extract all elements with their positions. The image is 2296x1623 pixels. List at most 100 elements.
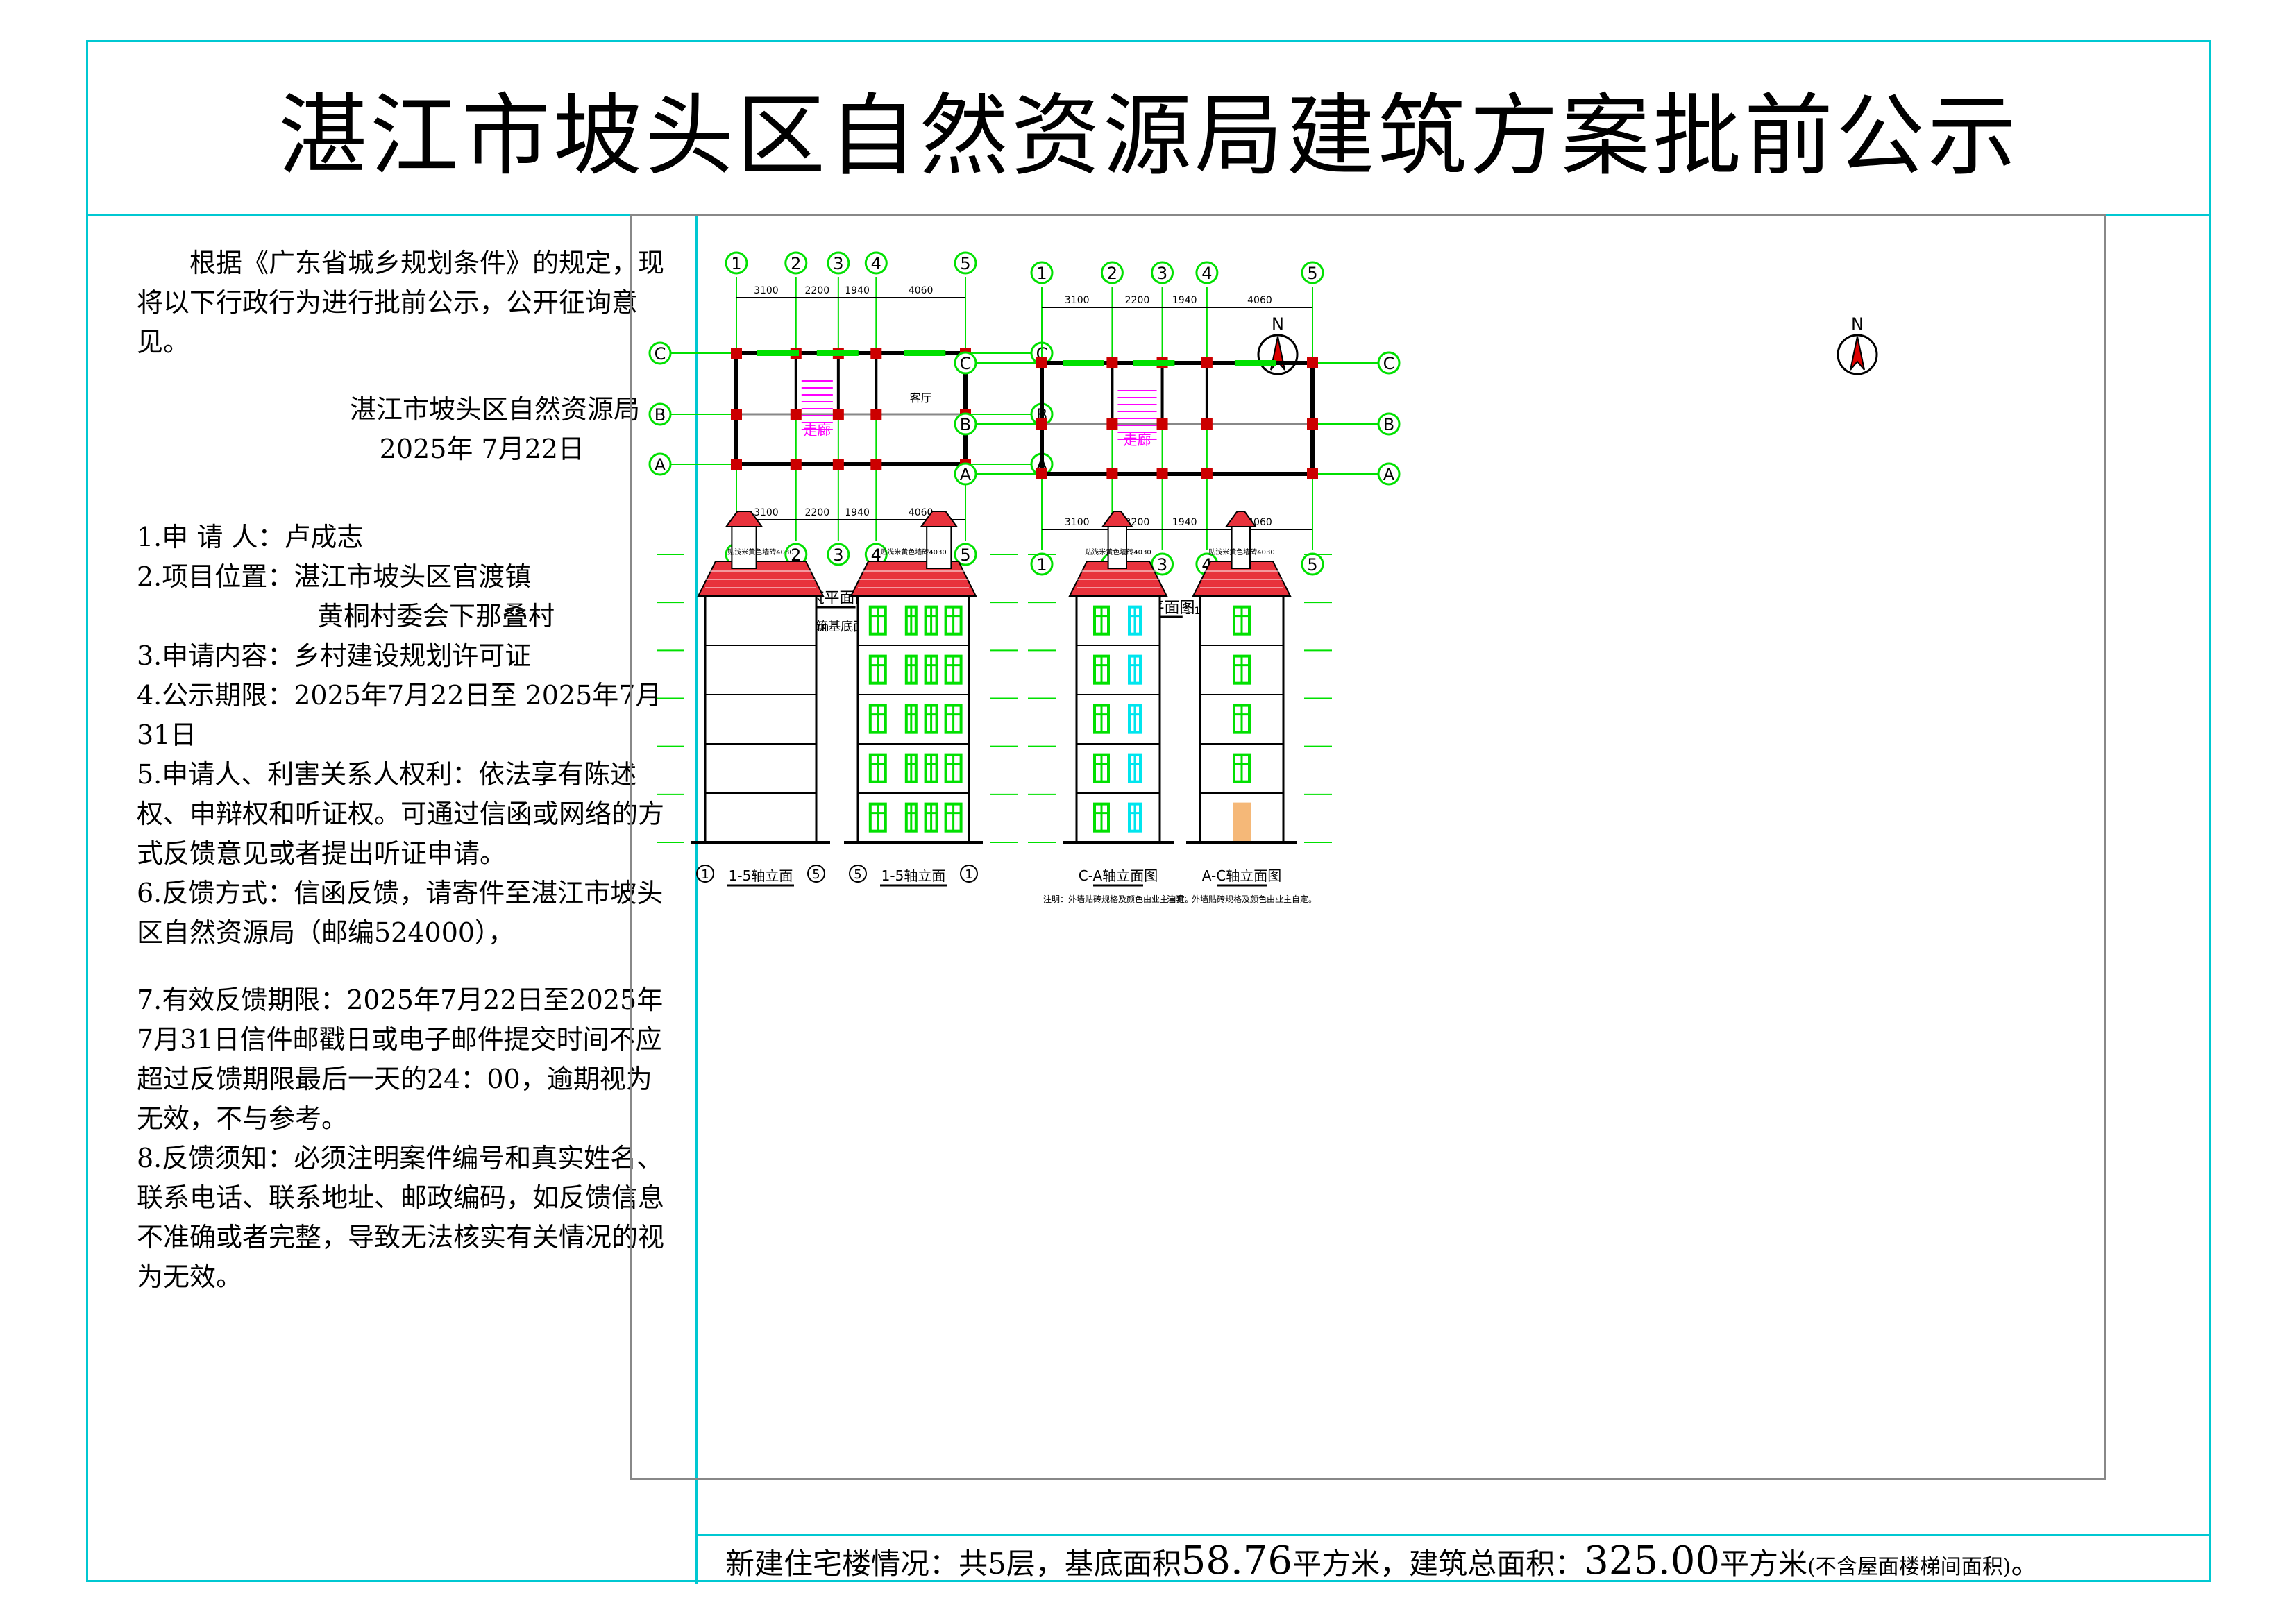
plan2-axis-label: 3 (1157, 555, 1167, 575)
plan2-column (1036, 418, 1047, 430)
plan1-dim-label: 1940 (845, 507, 870, 518)
plan1-axis-bubble (827, 543, 850, 566)
plan1-axis-bubble (784, 251, 808, 275)
plan1-dim-label: 2200 (805, 285, 830, 296)
plan1-column (870, 348, 882, 359)
plan2-column (1201, 418, 1213, 430)
plan2-column (1156, 418, 1168, 430)
plan2-dim-label: 1940 (1172, 295, 1197, 306)
plan2-window (1063, 360, 1104, 366)
summary-mid: 平方米，建筑总面积： (1292, 1547, 1585, 1581)
elev1-wall (704, 595, 818, 844)
plan1-row-label: B (655, 405, 666, 425)
plan2-column (1036, 357, 1047, 368)
plan2-row-label: C (960, 354, 972, 373)
plan1-column (731, 409, 742, 420)
elev4-title: A-C轴立面图 (1202, 867, 1281, 884)
plan2-row-bubble (1377, 462, 1401, 486)
north-arrow-plan2-label: N (1851, 314, 1864, 334)
item-location: 2.项目位置：湛江市坡头区官渡镇 (137, 561, 532, 592)
elev2-axis-label: 1 (965, 867, 972, 882)
plan2-column (1036, 468, 1047, 479)
plan1-dim-label: 4060 (909, 285, 934, 296)
plan2-window (1234, 360, 1276, 366)
plan1-column (832, 459, 844, 470)
elev4-roof-note: 贴浅米黄色墙砖4030 (1208, 547, 1274, 556)
elev4-note: 注明：外墙贴砖规格及颜色由业主自定。 (1167, 894, 1317, 904)
item-content: 3.申请内容：乡村建设规划许可证 (137, 640, 532, 671)
elev1-axis-label: 1 (701, 867, 709, 882)
item-feedback-notes: 8.反馈须知：必须注明案件编号和真实姓名、联系电话、联系地址、邮政编码，如反馈信… (137, 1143, 665, 1292)
plan2-axis-bubble (1100, 261, 1124, 284)
plan2-dim-label: 1940 (1172, 517, 1197, 528)
plan1-dim-label: 3100 (754, 285, 779, 296)
plan1-row-bubble (648, 341, 672, 365)
plan1-axis-bubble (864, 251, 888, 275)
plan2-row-bubble (1377, 351, 1401, 375)
north-arrow-plan1 (1257, 334, 1299, 375)
summary-total-area: 325.00 (1584, 1538, 1721, 1583)
plan2-dim-label: 2200 (1125, 295, 1150, 306)
plan2-row-label: C (1383, 354, 1395, 373)
elev1-axis-label: 5 (812, 867, 820, 882)
elev3-wall (1075, 595, 1161, 844)
plan1-axis-bubble (827, 251, 850, 275)
plan1-dim-label: 3100 (754, 507, 779, 518)
plan1-axis-label: 1 (731, 254, 741, 273)
plan2-row-label: B (1383, 415, 1394, 434)
plan1-axis-bubble (954, 543, 977, 566)
elev4-door (1233, 802, 1251, 844)
plan2-axis-label: 1 (1036, 555, 1047, 575)
elev2-penthouse (926, 526, 952, 569)
plan1-axis-label: 3 (833, 545, 843, 565)
plan2-column (1106, 468, 1118, 479)
plan1-axis-bubble (725, 251, 748, 275)
plan2-dim-label: 4060 (1247, 295, 1272, 306)
item-rights: 5.申请人、利害关系人权利：依法享有陈述权、申辩权和听证权。可通过信函或网络的方… (137, 759, 665, 869)
plan1-axis-label: 5 (960, 545, 970, 565)
plan2-row-bubble (954, 462, 977, 486)
page-title: 湛江市坡头区自然资源局建筑方案批前公示 (88, 42, 2209, 216)
summary-pre: 新建住宅楼情况：共5层，基底面积 (725, 1547, 1181, 1581)
notice-frame: 湛江市坡头区自然资源局建筑方案批前公示 根据《广东省城乡规划条件》的规定，现 将… (86, 40, 2211, 1584)
plan2-dim-label: 3100 (1065, 517, 1090, 528)
issuing-org: 湛江市坡头区自然资源局 (349, 394, 640, 425)
plan2-axis-bubble (1301, 261, 1324, 284)
plan2-axis-label: 4 (1201, 264, 1212, 283)
elev4-penthouse (1231, 526, 1251, 569)
plan1-row-bubble (648, 452, 672, 476)
plan1-window (757, 350, 799, 356)
elev1-penthouse-roof (725, 511, 763, 527)
plan2-row-label: B (960, 415, 971, 434)
plan2-axis-label: 5 (1307, 264, 1317, 283)
plan2-corridor-label: 走廊 (1123, 432, 1151, 448)
plan1-row-label: C (655, 344, 666, 364)
elev3-note: 注明：外墙贴砖规格及颜色由业主自定。 (1043, 894, 1193, 904)
plan1-column (832, 409, 844, 420)
plan2-column (1156, 468, 1168, 479)
architectural-drawing: NN1122334455CCBBAA3100220019404060310022… (630, 214, 2106, 1480)
plan1-axis-label: 5 (960, 254, 970, 273)
plan2-column (1201, 468, 1213, 479)
elev2-axis-label: 5 (854, 867, 861, 882)
summary-post: 平方米 (1720, 1547, 1808, 1581)
plan2-column (1307, 468, 1318, 479)
plan1-column (870, 459, 882, 470)
plan1-axis-label: 2 (791, 545, 801, 565)
elev2-penthouse-roof (920, 511, 959, 527)
plan2-dim-label: 3100 (1065, 295, 1090, 306)
plan1-dim-label: 1940 (845, 285, 870, 296)
plan1-outer-wall (734, 351, 968, 466)
plan2-row-bubble (954, 351, 977, 375)
item-period: 4.公示期限：2025年7月22日至 2025年7月 31日 (137, 680, 662, 750)
plan2-outer-wall (1040, 361, 1315, 476)
plan1-corridor-label: 走廊 (803, 422, 831, 439)
plan2-row-label: A (960, 465, 972, 484)
elev2-title: 1-5轴立面 (881, 867, 946, 884)
north-arrow-plan1-label: N (1272, 314, 1284, 334)
plan2-column (1307, 357, 1318, 368)
plan2-axis-bubble (1030, 261, 1054, 284)
plan1-axis-label: 2 (791, 254, 801, 273)
plan1-row-bubble (648, 402, 672, 426)
intro-paragraph: 根据《广东省城乡规划条件》的规定，现 将以下行政行为进行批前公示，公开征询意见。 (137, 248, 665, 357)
